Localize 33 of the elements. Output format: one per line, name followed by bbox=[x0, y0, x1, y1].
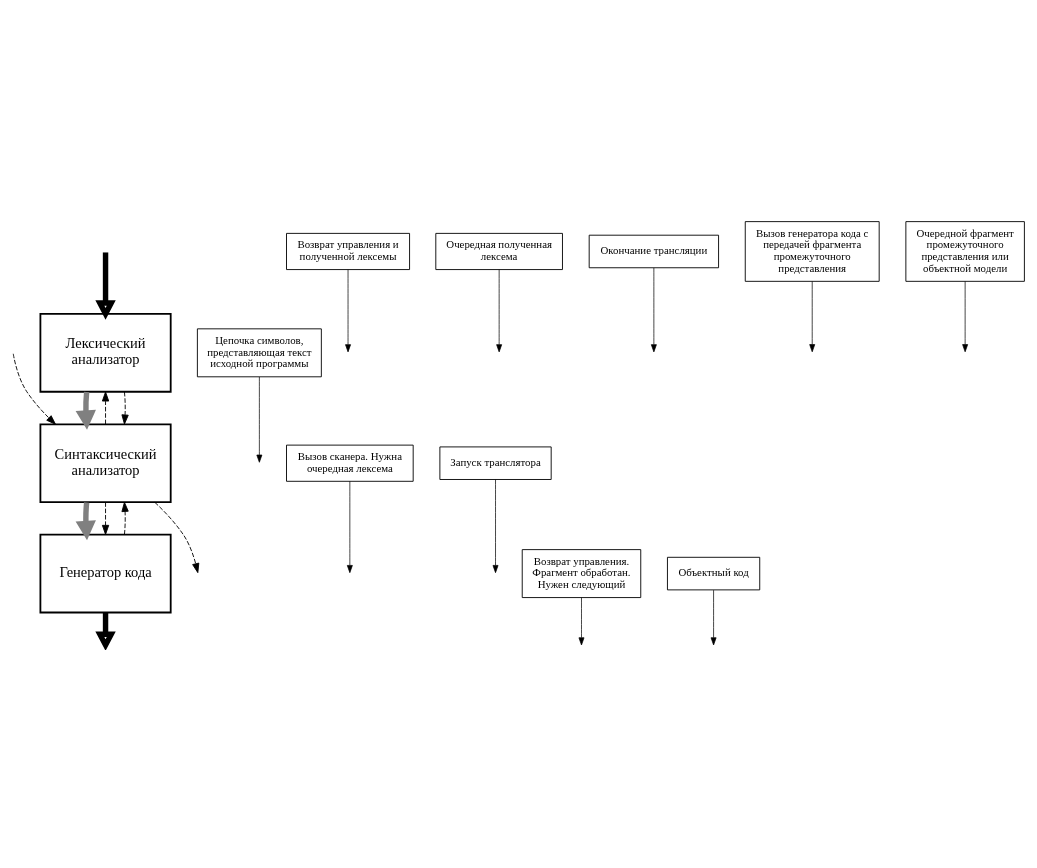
arrow bbox=[121, 501, 129, 535]
arrow bbox=[710, 589, 717, 646]
node-box: Окончание трансляции bbox=[588, 234, 720, 269]
arrow bbox=[492, 479, 499, 573]
arrow bbox=[256, 376, 263, 463]
node-box: Вызов генератора кода с передачей фрагмента промежуточного представления bbox=[744, 221, 880, 282]
arrow bbox=[346, 480, 353, 573]
arrow bbox=[12, 353, 56, 425]
node-box: Запуск транслятора bbox=[439, 446, 552, 480]
arrow bbox=[651, 267, 657, 353]
node-box: Объектный код bbox=[667, 556, 761, 591]
arrow bbox=[75, 391, 96, 430]
arrow bbox=[809, 281, 816, 353]
arrow bbox=[95, 252, 116, 320]
node-box: Цепочка символов, представляющая текст исходной программы bbox=[196, 328, 322, 378]
arrow bbox=[121, 391, 129, 425]
arrow bbox=[95, 612, 116, 650]
arrow bbox=[75, 502, 96, 541]
arrow bbox=[962, 281, 968, 353]
node-box: Генератор кода bbox=[39, 533, 172, 614]
arrow bbox=[496, 269, 503, 353]
arrow bbox=[578, 597, 585, 646]
node-box: Вызов сканера. Нужна очередная лексема bbox=[286, 444, 414, 482]
node-box: Очередная полученная лексема bbox=[435, 232, 563, 271]
node-box: Синтаксический анализатор bbox=[39, 423, 172, 504]
node-box: Очередной фрагмент промежуточного представления или объектной модели bbox=[905, 221, 1025, 282]
node-box: Возврат управления. Фрагмент обработан. Нужен следующий bbox=[521, 549, 642, 599]
node-box: Возврат управления и полученной лексемы bbox=[286, 232, 410, 271]
arrow bbox=[101, 501, 110, 535]
arrow bbox=[345, 269, 351, 353]
arrow bbox=[101, 391, 110, 425]
arrow bbox=[154, 501, 200, 574]
node-box: Лексический анализатор bbox=[39, 313, 172, 393]
